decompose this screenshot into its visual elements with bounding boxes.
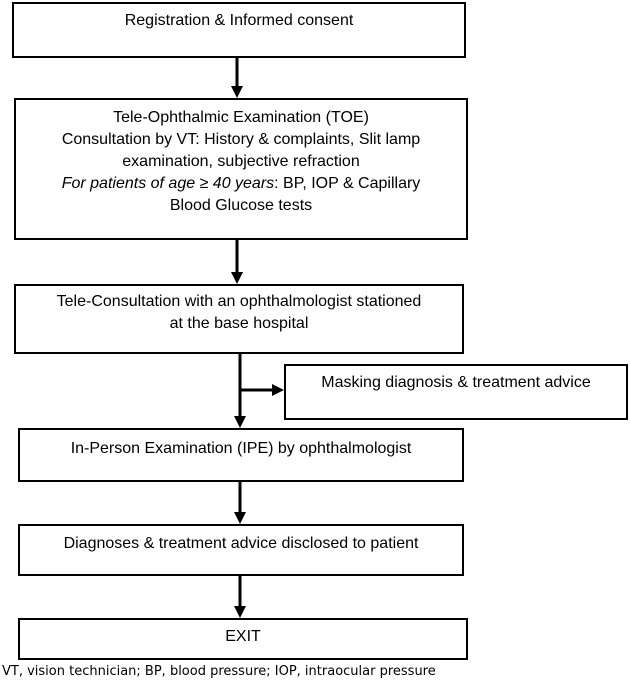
tele-consultation-box: Tele-Consultation with an ophthalmologis… <box>14 284 464 354</box>
ipe-box: In-Person Examination (IPE) by ophthalmo… <box>18 428 464 482</box>
tele-consultation-line1: Tele-Consultation with an ophthalmologis… <box>56 293 422 310</box>
toe-age-criteria-italic: For patients of age ≥ 40 years <box>61 175 275 192</box>
tele-consultation-line2: at the base hospital <box>169 315 309 332</box>
diagnoses-box: Diagnoses & treatment advice disclosed t… <box>18 524 464 576</box>
toe-examination-line: examination, subjective refraction <box>122 153 360 170</box>
registration-text: Registration & Informed consent <box>124 12 354 29</box>
toe-consultation-line: Consultation by VT: History & complaints… <box>61 131 421 148</box>
toe-age-criteria-line: For patients of age ≥ 40 years: BP, IOP … <box>16 173 466 195</box>
toe-glucose-line: Blood Glucose tests <box>169 197 313 214</box>
toe-title: Tele-Ophthalmic Examination (TOE) <box>113 109 369 126</box>
masking-text: Masking diagnosis & treatment advice <box>321 374 591 391</box>
toe-age-criteria-tests: : BP, IOP & Capillary <box>274 175 421 192</box>
masking-box: Masking diagnosis & treatment advice <box>284 364 628 420</box>
exit-box: EXIT <box>18 618 468 660</box>
abbreviations-footnote: VT, vision technician; BP, blood pressur… <box>2 664 436 679</box>
ipe-text: In-Person Examination (IPE) by ophthalmo… <box>70 440 412 457</box>
exit-text: EXIT <box>225 628 261 645</box>
registration-box: Registration & Informed consent <box>12 2 466 58</box>
diagnoses-text: Diagnoses & treatment advice disclosed t… <box>63 535 419 552</box>
toe-box: Tele-Ophthalmic Examination (TOE) Consul… <box>14 98 468 240</box>
